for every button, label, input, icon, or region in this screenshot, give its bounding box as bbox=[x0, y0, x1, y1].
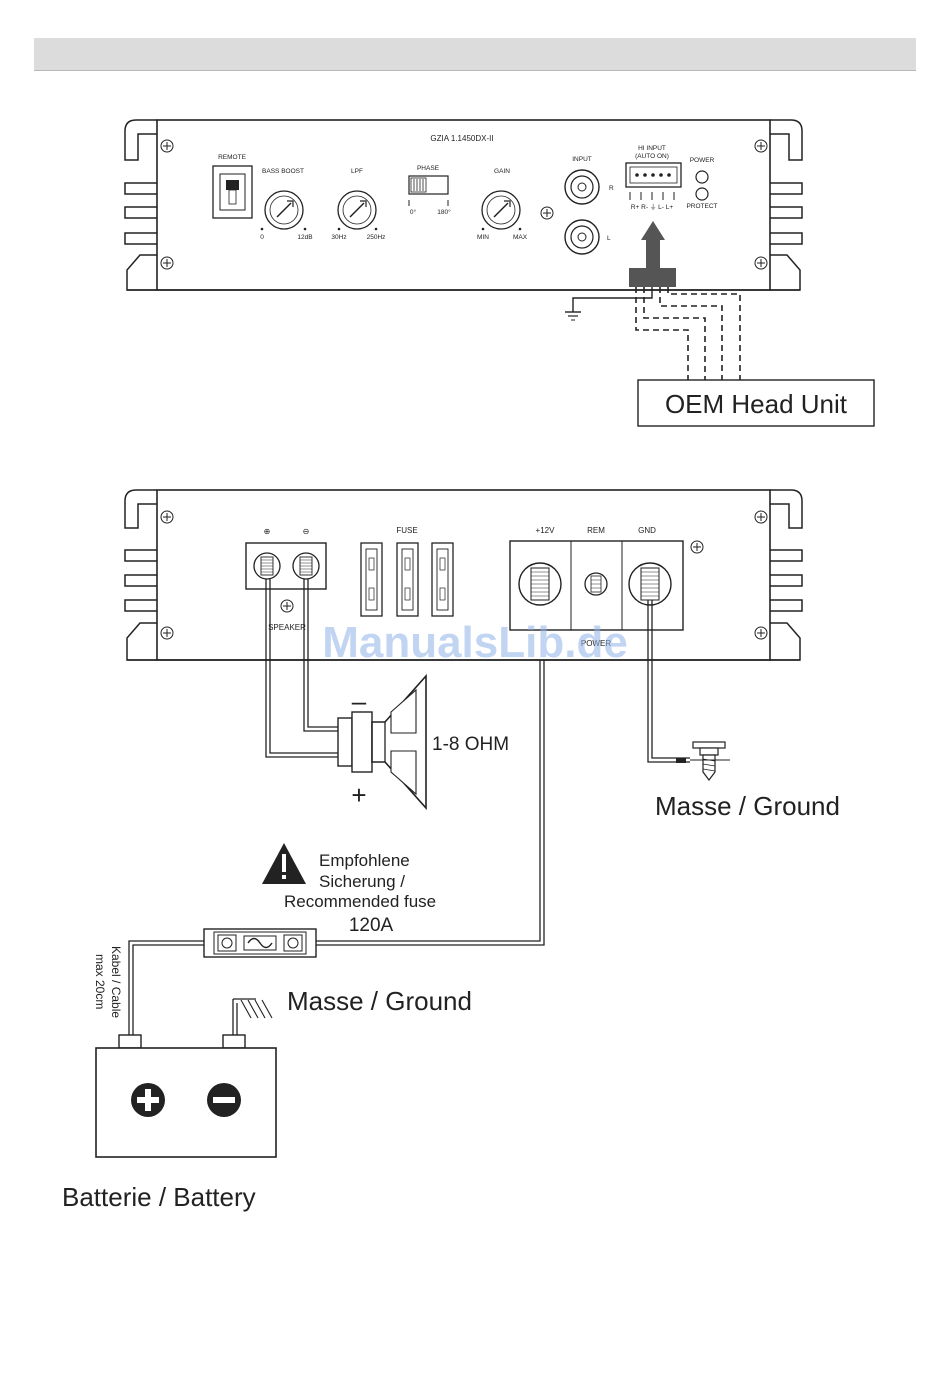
rem-label: REM bbox=[587, 526, 605, 535]
cable-note-line-1: Kabel / Cable bbox=[109, 946, 123, 1018]
battery-label: Batterie / Battery bbox=[62, 1182, 256, 1212]
phase-180-label: 180° bbox=[437, 208, 451, 216]
phase-0-label: 0° bbox=[410, 208, 417, 216]
power-terminal-block[interactable] bbox=[509, 540, 684, 631]
speaker-minus-label: – bbox=[352, 686, 367, 716]
rca-input-l[interactable] bbox=[564, 219, 600, 255]
fuse-value-label: 120A bbox=[349, 915, 394, 936]
ground-wire-right bbox=[647, 600, 690, 763]
warning-icon bbox=[262, 843, 306, 884]
ohm-label: 1-8 OHM bbox=[432, 734, 509, 755]
remote-port bbox=[212, 165, 253, 219]
header-bar bbox=[34, 38, 916, 71]
protect-led bbox=[695, 187, 709, 201]
bass-boost-knob[interactable] bbox=[264, 190, 304, 230]
input-r-label: R bbox=[609, 185, 614, 192]
fuse-holder-2[interactable] bbox=[396, 542, 419, 617]
speaker-minus-symbol: ⊖ bbox=[303, 527, 310, 536]
fuse-holder-3[interactable] bbox=[431, 542, 454, 617]
speaker-terminal[interactable] bbox=[245, 542, 327, 590]
power-led-label: POWER bbox=[690, 157, 715, 164]
oem-wiring bbox=[565, 287, 741, 380]
fuse-note-line-2: Sicherung / bbox=[319, 872, 405, 891]
gain-knob[interactable] bbox=[481, 190, 521, 230]
speaker-wires bbox=[265, 579, 338, 758]
fuse-holder-1[interactable] bbox=[360, 542, 383, 617]
oem-head-unit-box bbox=[637, 379, 875, 427]
battery-icon bbox=[95, 1034, 277, 1158]
gnd-label: GND bbox=[638, 526, 656, 535]
cable-note-line-2: max 20cm bbox=[93, 954, 107, 1009]
plus-12v-label: +12V bbox=[536, 526, 556, 535]
ground-right-label: Masse / Ground bbox=[655, 791, 840, 821]
oem-head-unit-label: OEM Head Unit bbox=[665, 389, 848, 419]
gain-max-label: MAX bbox=[513, 234, 528, 241]
fuse-note-line-1: Empfohlene bbox=[319, 851, 410, 870]
fuse-note-line-3: Recommended fuse bbox=[284, 892, 436, 911]
input-l-label: L bbox=[607, 235, 611, 242]
amplifier-bottom-panel: ⊕ ⊖ SPEAKER FUSE bbox=[124, 489, 803, 661]
phase-switch[interactable] bbox=[408, 175, 449, 195]
speaker-label: SPEAKER bbox=[268, 623, 306, 632]
bass-max-label: 12dB bbox=[297, 234, 312, 241]
lpf-min-label: 30Hz bbox=[331, 234, 346, 241]
inline-fuse-holder bbox=[203, 928, 317, 958]
amplifier-top-panel: GZIA 1.1450DX-II REMOTE BASS BOOST 0 12d… bbox=[124, 119, 803, 291]
bass-boost-label: BASS BOOST bbox=[262, 168, 304, 175]
input-label: INPUT bbox=[572, 156, 592, 163]
lpf-knob[interactable] bbox=[337, 190, 377, 230]
hi-input-plug bbox=[629, 221, 676, 287]
gain-min-label: MIN bbox=[477, 234, 489, 241]
protect-led-label: PROTECT bbox=[686, 203, 717, 210]
phase-label: PHASE bbox=[417, 165, 440, 172]
hi-input-connector[interactable] bbox=[625, 162, 682, 188]
gain-label: GAIN bbox=[494, 168, 510, 175]
rca-input-r[interactable] bbox=[564, 169, 600, 205]
fuse-label: FUSE bbox=[396, 526, 417, 535]
remote-label: REMOTE bbox=[218, 154, 246, 161]
power-terminal-label: POWER bbox=[581, 639, 611, 648]
hi-input-label: HI INPUT bbox=[638, 145, 666, 152]
auto-on-label: (AUTO ON) bbox=[635, 153, 669, 160]
speaker-plus-label: + bbox=[351, 780, 366, 810]
ground-left-label: Masse / Ground bbox=[287, 986, 472, 1016]
power-wire bbox=[128, 660, 545, 1036]
amp-model-label: GZIA 1.1450DX-II bbox=[430, 134, 493, 143]
power-led bbox=[695, 170, 709, 184]
bass-min-label: 0 bbox=[260, 234, 264, 241]
loudspeaker-icon bbox=[337, 673, 427, 811]
speaker-plus-symbol: ⊕ bbox=[264, 527, 271, 536]
lpf-max-label: 250Hz bbox=[367, 234, 386, 241]
hi-input-pins-label: R+ R- ⏚ L- L+ bbox=[631, 203, 673, 211]
watermark: ManualsLib.de bbox=[322, 618, 628, 667]
lpf-label: LPF bbox=[351, 168, 363, 175]
battery-ground-wire bbox=[232, 998, 273, 1036]
ground-bolt-icon bbox=[690, 741, 730, 781]
